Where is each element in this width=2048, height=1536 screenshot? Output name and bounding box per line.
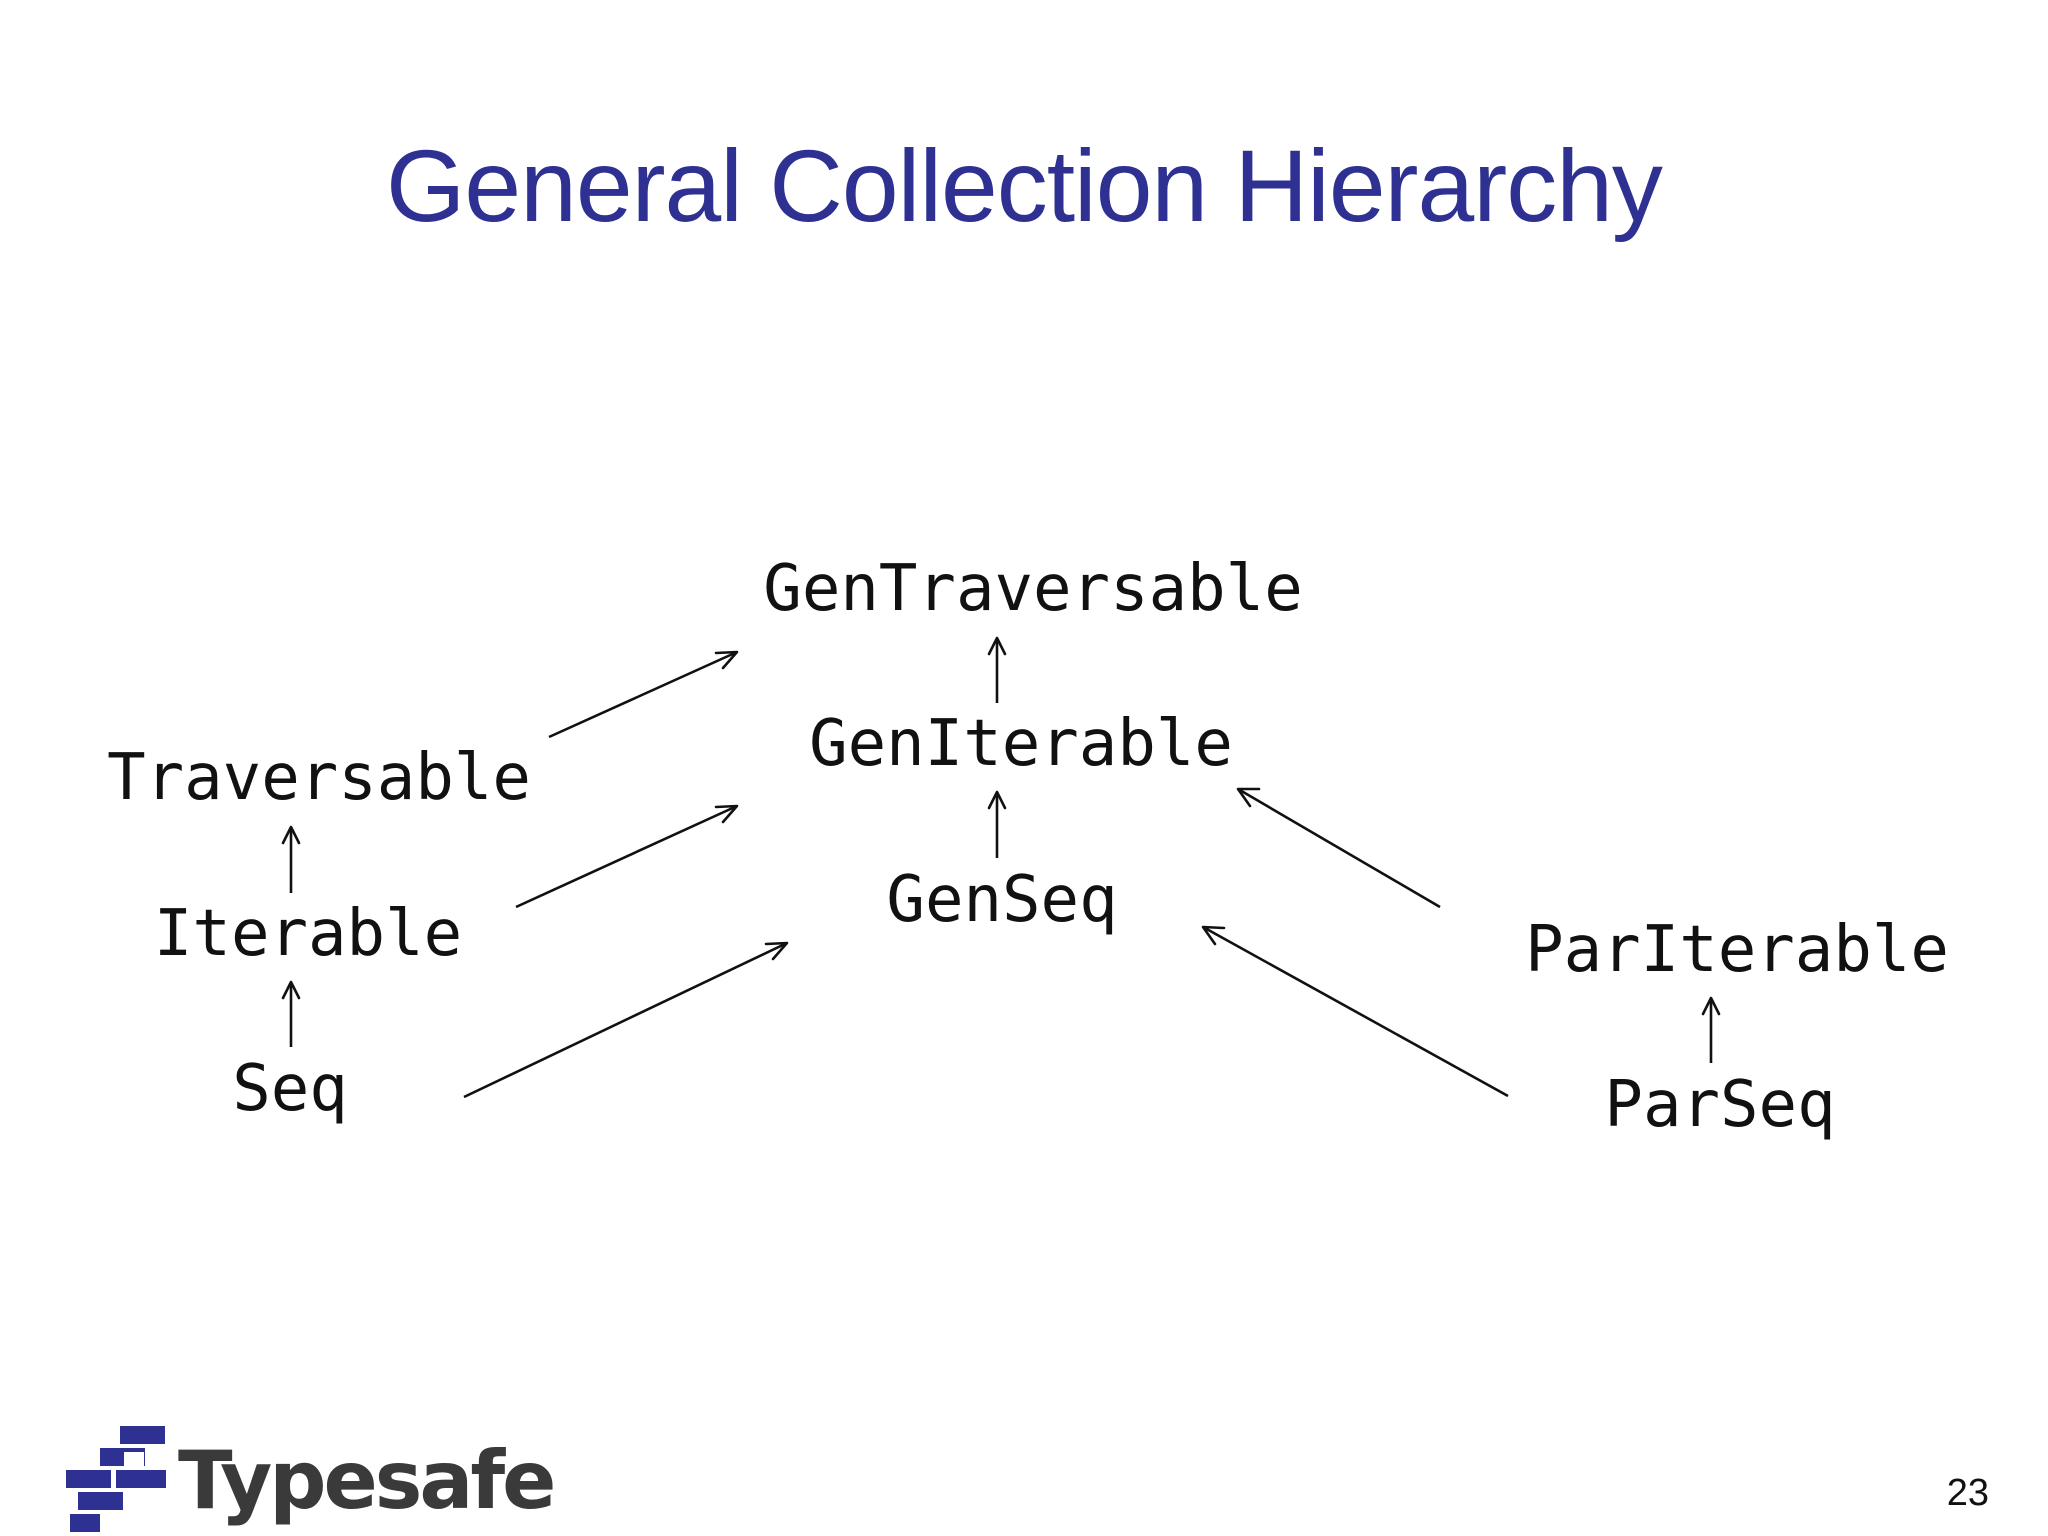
edge-genseq-to-geniterable: [987, 790, 1007, 858]
edge-parseq-to-pariterable: [1701, 996, 1721, 1063]
node-seq: Seq: [232, 1052, 348, 1126]
node-traversable: Traversable: [107, 741, 531, 815]
slide-title: General Collection Hierarchy: [386, 129, 1663, 243]
edge-iterable-to-traversable: [281, 825, 301, 893]
edge-parseq-to-genseq: [1201, 925, 1509, 1098]
edge-pariterable-to-geniterable: [1236, 787, 1441, 909]
node-gentraversable: GenTraversable: [763, 552, 1302, 626]
edge-seq-to-iterable: [281, 980, 301, 1047]
node-genseq: GenSeq: [886, 863, 1117, 937]
edge-iterable-to-geniterable: [515, 804, 739, 909]
edge-traversable-to-gentraversable: [548, 650, 739, 739]
node-iterable: Iterable: [154, 897, 462, 971]
typesafe-logo: Typesafe: [66, 1426, 556, 1536]
edge-seq-to-genseq: [463, 941, 789, 1099]
edge-geniterable-to-gentraversable: [987, 636, 1007, 703]
node-pariterable: ParIterable: [1525, 913, 1949, 987]
typesafe-logo-icon: [66, 1426, 166, 1532]
logo-text: Typesafe: [178, 1434, 556, 1527]
page-number: 23: [1946, 1472, 1989, 1514]
node-geniterable: GenIterable: [809, 707, 1233, 781]
node-parseq: ParSeq: [1604, 1068, 1835, 1142]
